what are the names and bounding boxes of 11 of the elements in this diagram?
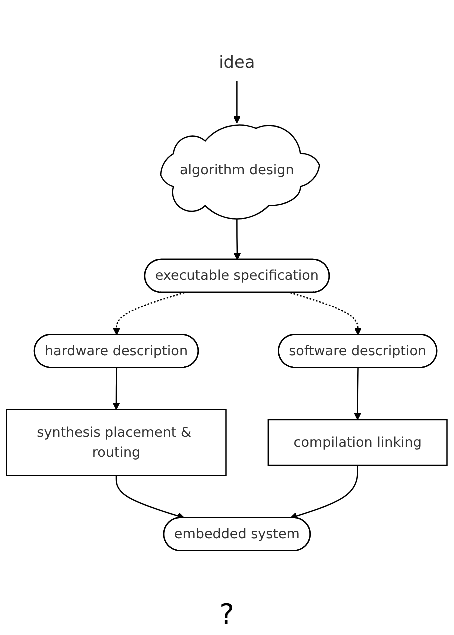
node-text: idea: [219, 52, 256, 72]
arrow: [290, 292, 362, 336]
arrow: [290, 466, 358, 520]
question-mark-note: ?: [220, 598, 234, 631]
arrow: [233, 81, 241, 124]
arrow: [113, 292, 185, 336]
arrow: [112, 368, 120, 410]
arrow: [354, 368, 362, 420]
node-box: compilation linking: [268, 419, 448, 466]
node-box: synthesis placement & routing: [6, 409, 227, 476]
arrow: [116, 476, 186, 520]
